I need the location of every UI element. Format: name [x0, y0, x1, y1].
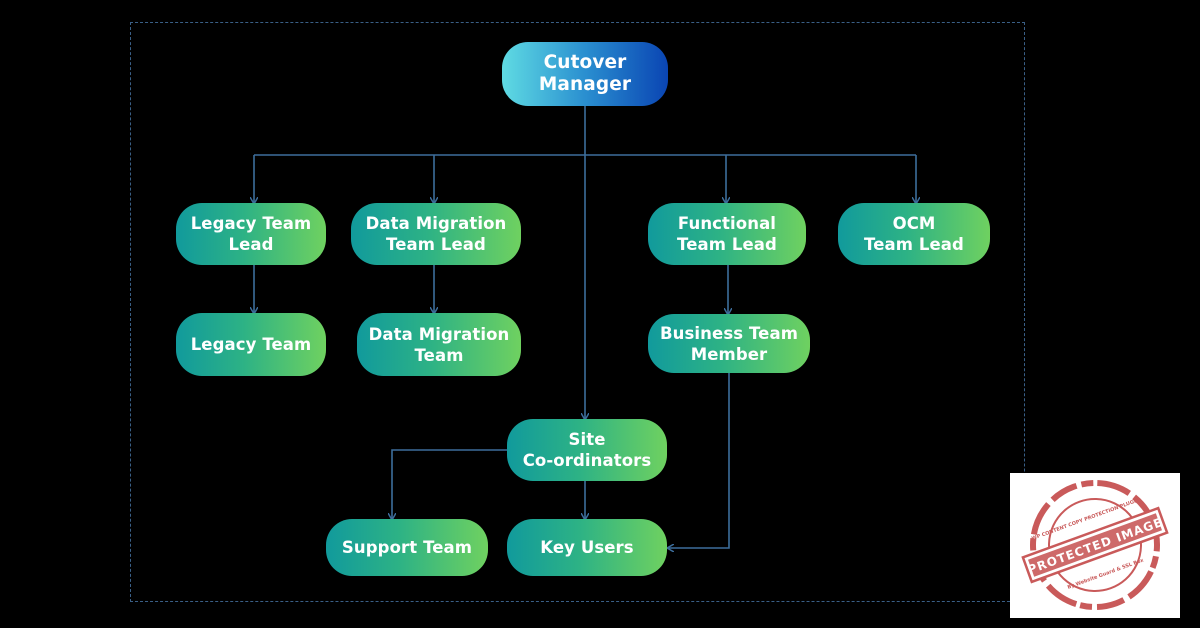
node-data-migration-team-label: Data Migration Team — [368, 324, 510, 365]
node-support-team-label: Support Team — [341, 538, 473, 557]
connector-to-support-team — [392, 449, 507, 519]
node-legacy-team-lead-label: Legacy Team Lead — [190, 214, 312, 254]
node-legacy-team[interactable]: Legacy Team — [176, 313, 326, 376]
protected-image-watermark: PROTECTED IMAGE WP CONTENT COPY PROTECTI… — [1010, 473, 1180, 618]
diagram-frame — [130, 22, 1025, 602]
node-site-coordinators-label: Site Co-ordinators — [522, 430, 652, 470]
node-data-migration-team[interactable]: Data Migration Team — [357, 313, 521, 376]
connector-business-to-key-users — [668, 373, 730, 548]
node-cutover-manager-label: Cutover Manager — [538, 52, 632, 95]
node-data-migration-team-lead[interactable]: Data Migration Team Lead — [351, 203, 521, 265]
node-business-team-member-label: Business Team Member — [659, 323, 798, 364]
node-legacy-team-lead[interactable]: Legacy Team Lead — [176, 203, 326, 265]
svg-text:PROTECTED IMAGE: PROTECTED IMAGE — [1026, 515, 1165, 577]
node-data-migration-team-lead-label: Data Migration Team Lead — [365, 214, 507, 254]
node-legacy-team-label: Legacy Team — [190, 335, 312, 354]
protected-image-stamp-icon: PROTECTED IMAGE WP CONTENT COPY PROTECTI… — [1021, 480, 1169, 610]
node-ocm-team-lead[interactable]: OCM Team Lead — [838, 203, 990, 265]
node-ocm-team-lead-label: OCM Team Lead — [864, 214, 964, 254]
node-key-users-label: Key Users — [540, 538, 634, 557]
node-functional-team-lead-label: Functional Team Lead — [677, 214, 777, 254]
node-site-coordinators[interactable]: Site Co-ordinators — [507, 419, 667, 481]
node-cutover-manager[interactable]: Cutover Manager — [502, 42, 668, 106]
node-functional-team-lead[interactable]: Functional Team Lead — [648, 203, 806, 265]
node-support-team[interactable]: Support Team — [326, 519, 488, 576]
node-key-users[interactable]: Key Users — [507, 519, 667, 576]
node-business-team-member[interactable]: Business Team Member — [648, 314, 810, 373]
